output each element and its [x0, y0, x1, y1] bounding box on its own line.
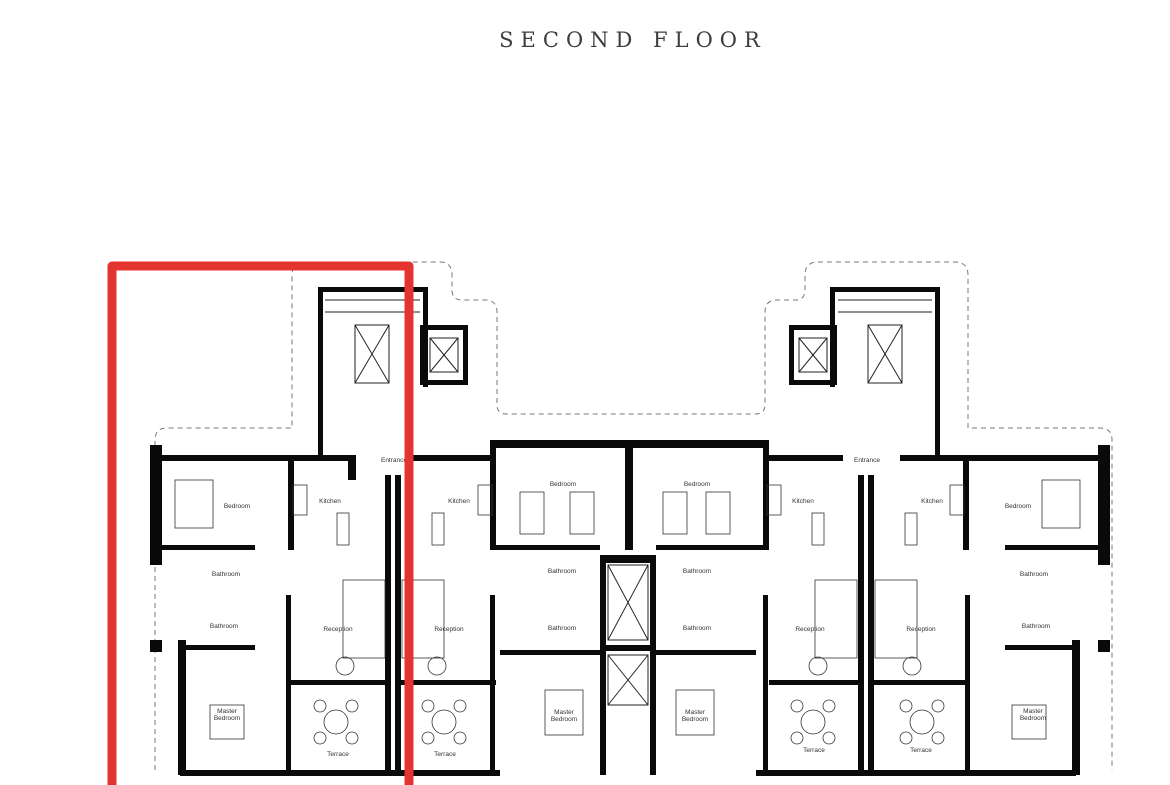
label-bathroom-2: Bathroom	[210, 623, 238, 630]
label-master-3b: Bedroom	[682, 716, 708, 723]
label-bedroom-3: Bedroom	[684, 481, 710, 488]
label-bedroom-4: Bedroom	[1005, 503, 1031, 510]
label-master-4a: Master	[1023, 708, 1044, 715]
furniture	[174, 479, 1081, 745]
label-terrace-1: Terrace	[327, 751, 349, 758]
label-bathroom-6: Bathroom	[683, 625, 711, 632]
label-terrace-2: Terrace	[434, 751, 456, 758]
stair-core-left	[318, 287, 468, 457]
label-master-2a: Master	[554, 709, 575, 716]
label-kitchen-1: Kitchen	[319, 498, 341, 505]
label-master-3a: Master	[685, 709, 706, 716]
label-kitchen-3: Kitchen	[792, 498, 814, 505]
label-bathroom-1: Bathroom	[212, 571, 240, 578]
label-kitchen-4: Kitchen	[921, 498, 943, 505]
unit-highlight-frame	[107, 261, 414, 785]
label-bedroom-1: Bedroom	[224, 503, 250, 510]
label-kitchen-2: Kitchen	[448, 498, 470, 505]
label-bedroom-2: Bedroom	[550, 481, 576, 488]
label-master-2b: Bedroom	[551, 716, 577, 723]
label-reception-3: Reception	[795, 626, 825, 633]
room-labels: Entrance Entrance Kitchen Kitchen Kitche…	[210, 457, 1050, 758]
label-bathroom-3: Bathroom	[548, 568, 576, 575]
floor-title: SECOND FLOOR	[499, 28, 767, 52]
label-bathroom-4: Bathroom	[548, 625, 576, 632]
label-master-4b: Bedroom	[1020, 715, 1046, 722]
label-reception-2: Reception	[434, 626, 464, 633]
label-reception-4: Reception	[906, 626, 936, 633]
label-entrance-left: Entrance	[381, 457, 407, 464]
label-bathroom-8: Bathroom	[1022, 623, 1050, 630]
label-entrance-right: Entrance	[854, 457, 880, 464]
building-walls	[150, 440, 1110, 776]
label-master-1a: Master	[217, 708, 238, 715]
label-terrace-4: Terrace	[910, 747, 932, 754]
label-master-1b: Bedroom	[214, 715, 240, 722]
label-terrace-3: Terrace	[803, 747, 825, 754]
label-bathroom-7: Bathroom	[1020, 571, 1048, 578]
stair-core-right	[789, 287, 940, 457]
label-bathroom-5: Bathroom	[683, 568, 711, 575]
label-reception-1: Reception	[323, 626, 353, 633]
